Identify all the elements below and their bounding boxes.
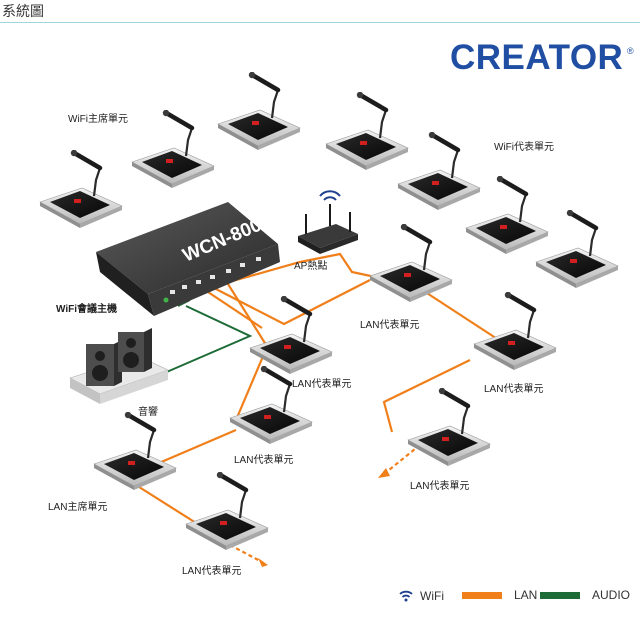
speaker-system [69,328,169,404]
audio-cable [161,305,253,375]
lan-delegate-unit-5 [408,388,490,466]
wifi-icon [399,590,413,602]
title-divider [0,22,640,23]
lan-extension-arrows [229,444,421,563]
wifi-delegate-label: WiFi代表單元 [494,142,554,153]
lan-delegate-unit-1 [370,224,452,302]
lan-delegate-label-5: LAN代表單元 [410,481,470,492]
lan-delegate-label-2: LAN代表單元 [292,379,352,390]
arrow-head-icon [378,468,390,478]
wifi-delegate-unit-4 [536,210,618,288]
wifi-chair-unit-2 [132,110,214,188]
lan-delegate-unit-6 [186,472,268,550]
wifi-delegate-unit-2 [398,132,480,210]
brand-logo: CREATOR [450,38,624,77]
speaker-label: 音響 [138,407,158,418]
lan-delegate-label-1: LAN代表單元 [360,320,420,331]
legend-wifi: WiFi [398,588,444,604]
ap-router [298,190,358,254]
lan-delegate-label-4: LAN代表單元 [234,455,294,466]
legend-audio: AUDIO [540,588,630,602]
legend-audio-label: AUDIO [592,588,631,602]
wifi-chair-unit-3 [218,72,300,150]
registered-mark: ® [627,46,634,56]
legend-wifi-label: WiFi [420,589,444,603]
wcn-8000-host: WCN-8000 [96,202,280,316]
legend-lan-swatch [462,591,502,599]
host-label: WiFi會議主機 [56,304,118,315]
lan-chair-unit [94,412,176,490]
lan-chair-label: LAN主席單元 [48,502,108,513]
page-title: 系統圖 [2,3,44,19]
wifi-chair-label: WiFi主席單元 [68,114,128,125]
legend-audio-swatch [540,591,580,599]
lan-delegate-label-3: LAN代表單元 [484,384,544,395]
legend-lan-label: LAN [514,588,538,602]
lan-delegate-label-6: LAN代表單元 [182,566,242,577]
lan-cables [127,252,509,529]
wifi-delegate-unit-1 [326,92,408,170]
lan-delegate-unit-2 [250,296,332,374]
legend-lan: LAN [462,588,537,602]
wifi-chair-unit-1 [40,150,122,228]
arrow-head-icon [258,558,268,567]
ap-label: AP熱點 [294,261,328,272]
